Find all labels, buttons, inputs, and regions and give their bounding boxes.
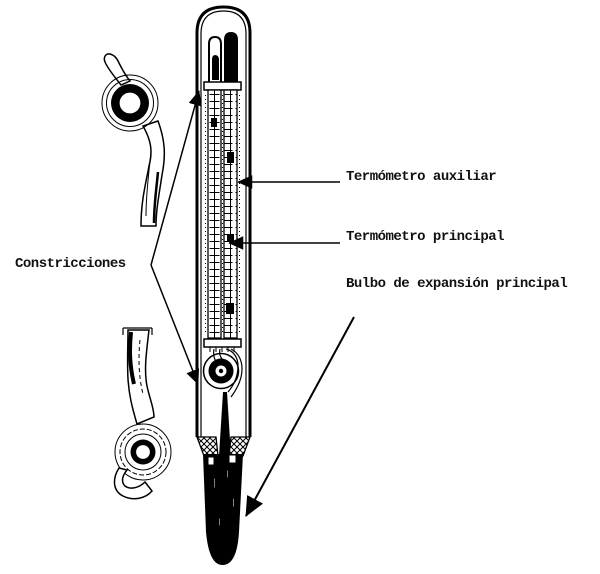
principal-scale-column — [223, 89, 238, 339]
arrow-bulbo-expansion — [245, 316, 355, 517]
main-thermometer — [195, 5, 252, 565]
arrow-constricciones-upper — [150, 90, 202, 266]
principal-expansion-chamber — [224, 31, 238, 82]
detail-upper-coil — [101, 74, 159, 132]
bottom-plate — [203, 338, 242, 348]
inner-tube-wall — [200, 10, 247, 437]
capillary — [219, 392, 231, 456]
shoulder-right — [228, 436, 251, 457]
auxiliary-scale-column — [207, 89, 222, 339]
top-plate — [203, 81, 242, 91]
constriction-detail-upper — [101, 53, 166, 227]
label-termometro-principal: Termómetro principal — [346, 229, 505, 245]
main-coil-constriction — [202, 352, 240, 390]
main-bulb — [203, 454, 243, 565]
detail-upper-spout — [103, 53, 132, 86]
arrow-constricciones-lower — [150, 264, 200, 385]
detail-lower-coil — [114, 423, 172, 481]
auxiliary-expansion-chamber — [208, 35, 222, 82]
shoulder-left — [196, 436, 219, 457]
constriction-detail-lower — [113, 327, 172, 500]
detail-upper-stem — [140, 120, 166, 227]
label-constricciones: Constricciones — [15, 256, 126, 272]
label-termometro-auxiliar: Termómetro auxiliar — [346, 169, 497, 185]
label-bulbo-expansion-principal: Bulbo de expansión principal — [346, 276, 568, 292]
detail-lower-spout — [113, 467, 153, 500]
leader-arrows — [150, 90, 355, 517]
detail-lower-stem — [126, 329, 155, 426]
